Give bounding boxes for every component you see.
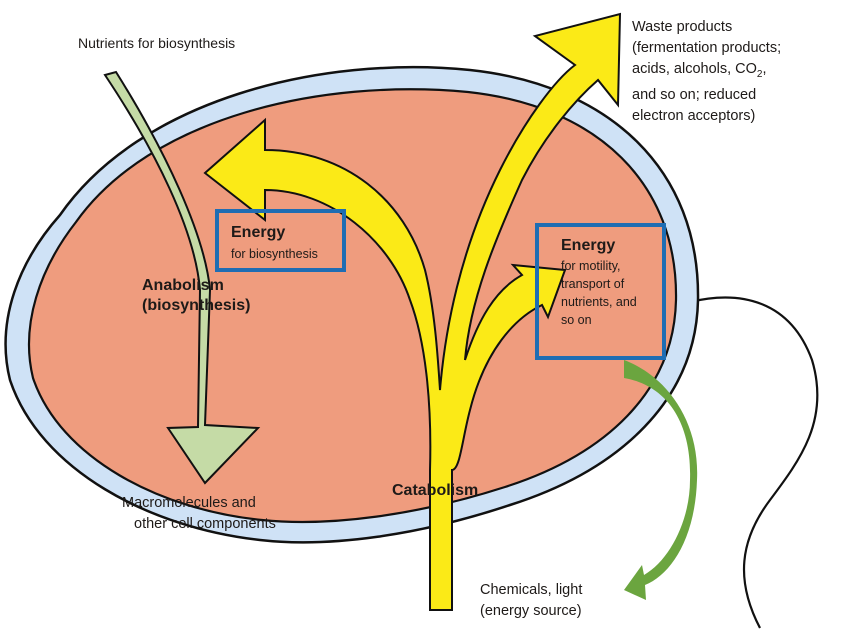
waste-line-2: (fermentation products; <box>632 40 782 56</box>
anabolism-line-1: Anabolism <box>142 277 224 294</box>
waste-products-label: Waste products (fermentation products; a… <box>632 17 781 127</box>
co2-subscript: 2 <box>756 68 763 80</box>
energy-motility-heading: Energy <box>561 237 616 254</box>
energy-source-line-2: (energy source) <box>480 603 582 619</box>
energy-motility-detail: for motility, transport of nutrients, an… <box>561 257 637 329</box>
catabolism-arrow-biosynthesis <box>203 12 622 611</box>
waste-line-3: acids, alcohols, CO2, <box>632 59 781 85</box>
energy-biosynthesis-detail: for biosynthesis <box>231 247 318 261</box>
energy-source-line-1: Chemicals, light <box>480 582 583 598</box>
waste-line-4: and so on; reduced <box>632 86 757 103</box>
catabolism-label: Catabolism <box>392 482 479 499</box>
waste-line-1: Waste products <box>632 19 733 35</box>
energy-source-label: Chemicals, light (energy source) <box>480 580 582 622</box>
co2-suffix: , <box>762 61 767 77</box>
anabolism-line-2: (biosynthesis) <box>142 297 251 314</box>
waste-line-5: electron acceptors) <box>632 107 756 124</box>
motility-line-4: so on <box>561 313 592 327</box>
macromolecules-label: Macromolecules and other cell components <box>122 493 276 535</box>
energy-biosynthesis-box <box>215 209 346 272</box>
motility-line-2: transport of <box>561 277 625 291</box>
nutrients-label: Nutrients for biosynthesis <box>78 35 236 51</box>
macro-line-1: Macromolecules and <box>122 495 256 511</box>
macro-line-2: other cell components <box>134 516 276 532</box>
motility-line-1: for motility, <box>561 259 621 273</box>
energy-biosynthesis-heading: Energy <box>231 224 286 241</box>
anabolism-arrow <box>103 70 261 485</box>
energy-source-arrow <box>624 360 698 600</box>
energy-motility-box <box>535 223 666 360</box>
motility-line-3: nutrients, and <box>561 295 637 309</box>
waste-line-3-text: acids, alcohols, CO <box>632 61 757 77</box>
anabolism-label: Anabolism (biosynthesis) <box>142 276 250 316</box>
flagellum <box>689 296 819 629</box>
